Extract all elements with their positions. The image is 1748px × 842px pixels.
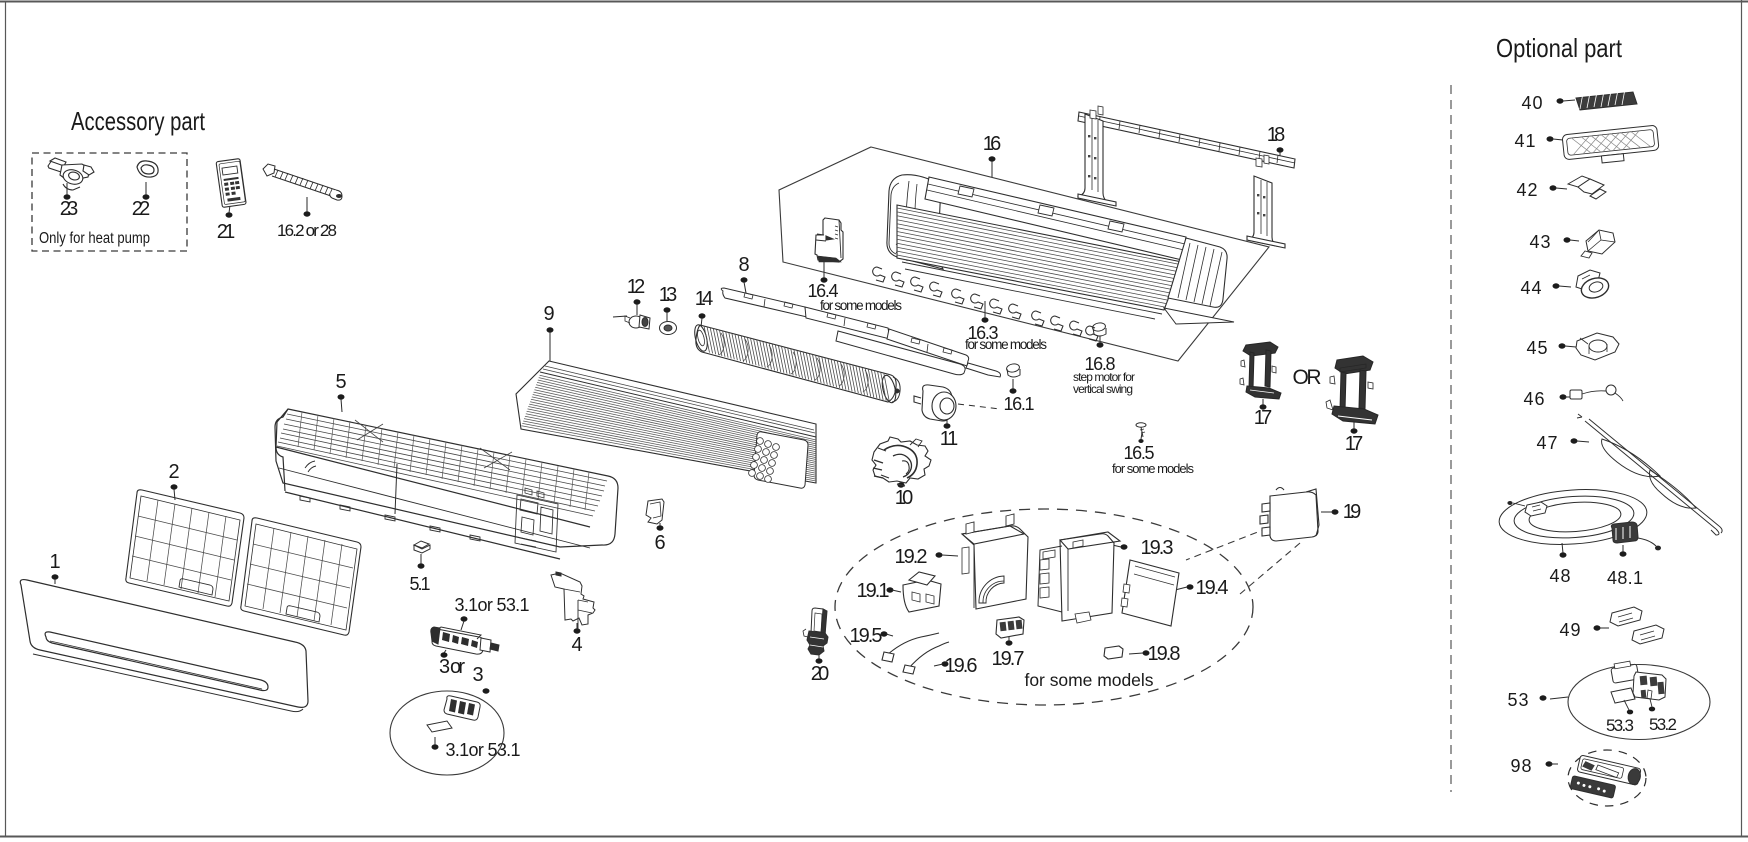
svg-text:19: 19 [1343,501,1362,523]
svg-text:16.1: 16.1 [1004,394,1035,414]
svg-text:45: 45 [1527,338,1548,358]
svg-text:13: 13 [659,284,678,306]
svg-text:OR: OR [1293,366,1322,389]
svg-text:53.2: 53.2 [1649,715,1677,734]
svg-text:23: 23 [60,198,79,220]
svg-text:for some models: for some models [1025,670,1154,690]
svg-text:6: 6 [654,532,665,554]
svg-text:20: 20 [811,663,830,685]
svg-text:19.4: 19.4 [1196,577,1229,599]
svg-text:3 or: 3 or [439,656,465,678]
svg-text:16.2 or 28: 16.2 or 28 [277,221,337,240]
svg-text:Accessory part: Accessory part [71,106,206,136]
svg-text:17: 17 [1345,433,1364,455]
svg-text:step motor for: step motor for [1073,370,1135,384]
svg-text:43: 43 [1530,232,1551,252]
svg-text:Optional part: Optional part [1496,33,1623,63]
svg-text:19.7: 19.7 [992,648,1025,670]
svg-text:14: 14 [695,288,714,310]
svg-text:41: 41 [1515,131,1536,151]
svg-text:3.1or 53.1: 3.1or 53.1 [446,740,521,760]
svg-text:19.3: 19.3 [1141,537,1174,559]
svg-text:16.3: 16.3 [968,323,999,343]
svg-text:47: 47 [1537,433,1558,453]
svg-text:40: 40 [1522,93,1543,113]
svg-text:46: 46 [1524,389,1545,409]
svg-text:1: 1 [49,551,60,573]
svg-text:16: 16 [983,133,1002,155]
svg-text:19.1: 19.1 [857,580,890,602]
svg-text:2: 2 [168,461,179,483]
svg-text:4: 4 [571,634,582,656]
svg-text:53: 53 [1508,690,1529,710]
svg-text:17: 17 [1254,407,1273,429]
svg-text:19.8: 19.8 [1148,643,1181,665]
svg-text:48.1: 48.1 [1607,568,1643,588]
svg-text:10: 10 [895,487,914,509]
svg-text:for some models: for some models [1112,461,1195,476]
svg-text:5.1: 5.1 [410,574,431,594]
svg-text:16.5: 16.5 [1124,443,1155,463]
svg-text:16.4: 16.4 [808,281,839,301]
svg-text:48: 48 [1550,566,1571,586]
svg-text:3: 3 [472,664,483,686]
svg-text:for some models: for some models [965,337,1047,352]
svg-text:44: 44 [1521,278,1542,298]
svg-text:19.6: 19.6 [945,655,978,677]
svg-text:5: 5 [335,371,346,393]
svg-text:Only for heat pump: Only for heat pump [39,230,150,247]
svg-text:9: 9 [543,303,554,325]
svg-text:53.3: 53.3 [1606,716,1634,735]
svg-text:vertical swing: vertical swing [1073,382,1133,396]
svg-text:19.2: 19.2 [895,546,928,568]
svg-text:42: 42 [1517,180,1538,200]
svg-text:8: 8 [738,254,749,276]
svg-text:98: 98 [1511,756,1532,776]
svg-text:49: 49 [1560,620,1581,640]
svg-text:18: 18 [1267,124,1286,146]
svg-text:12: 12 [627,276,646,298]
svg-text:11: 11 [940,428,959,450]
svg-text:16.8: 16.8 [1085,354,1116,374]
svg-text:19.5: 19.5 [850,625,883,647]
svg-text:21: 21 [217,221,236,243]
svg-text:22: 22 [132,198,151,220]
svg-text:3.1or 53.1: 3.1or 53.1 [455,595,530,615]
svg-text:for some models: for some models [820,298,902,313]
